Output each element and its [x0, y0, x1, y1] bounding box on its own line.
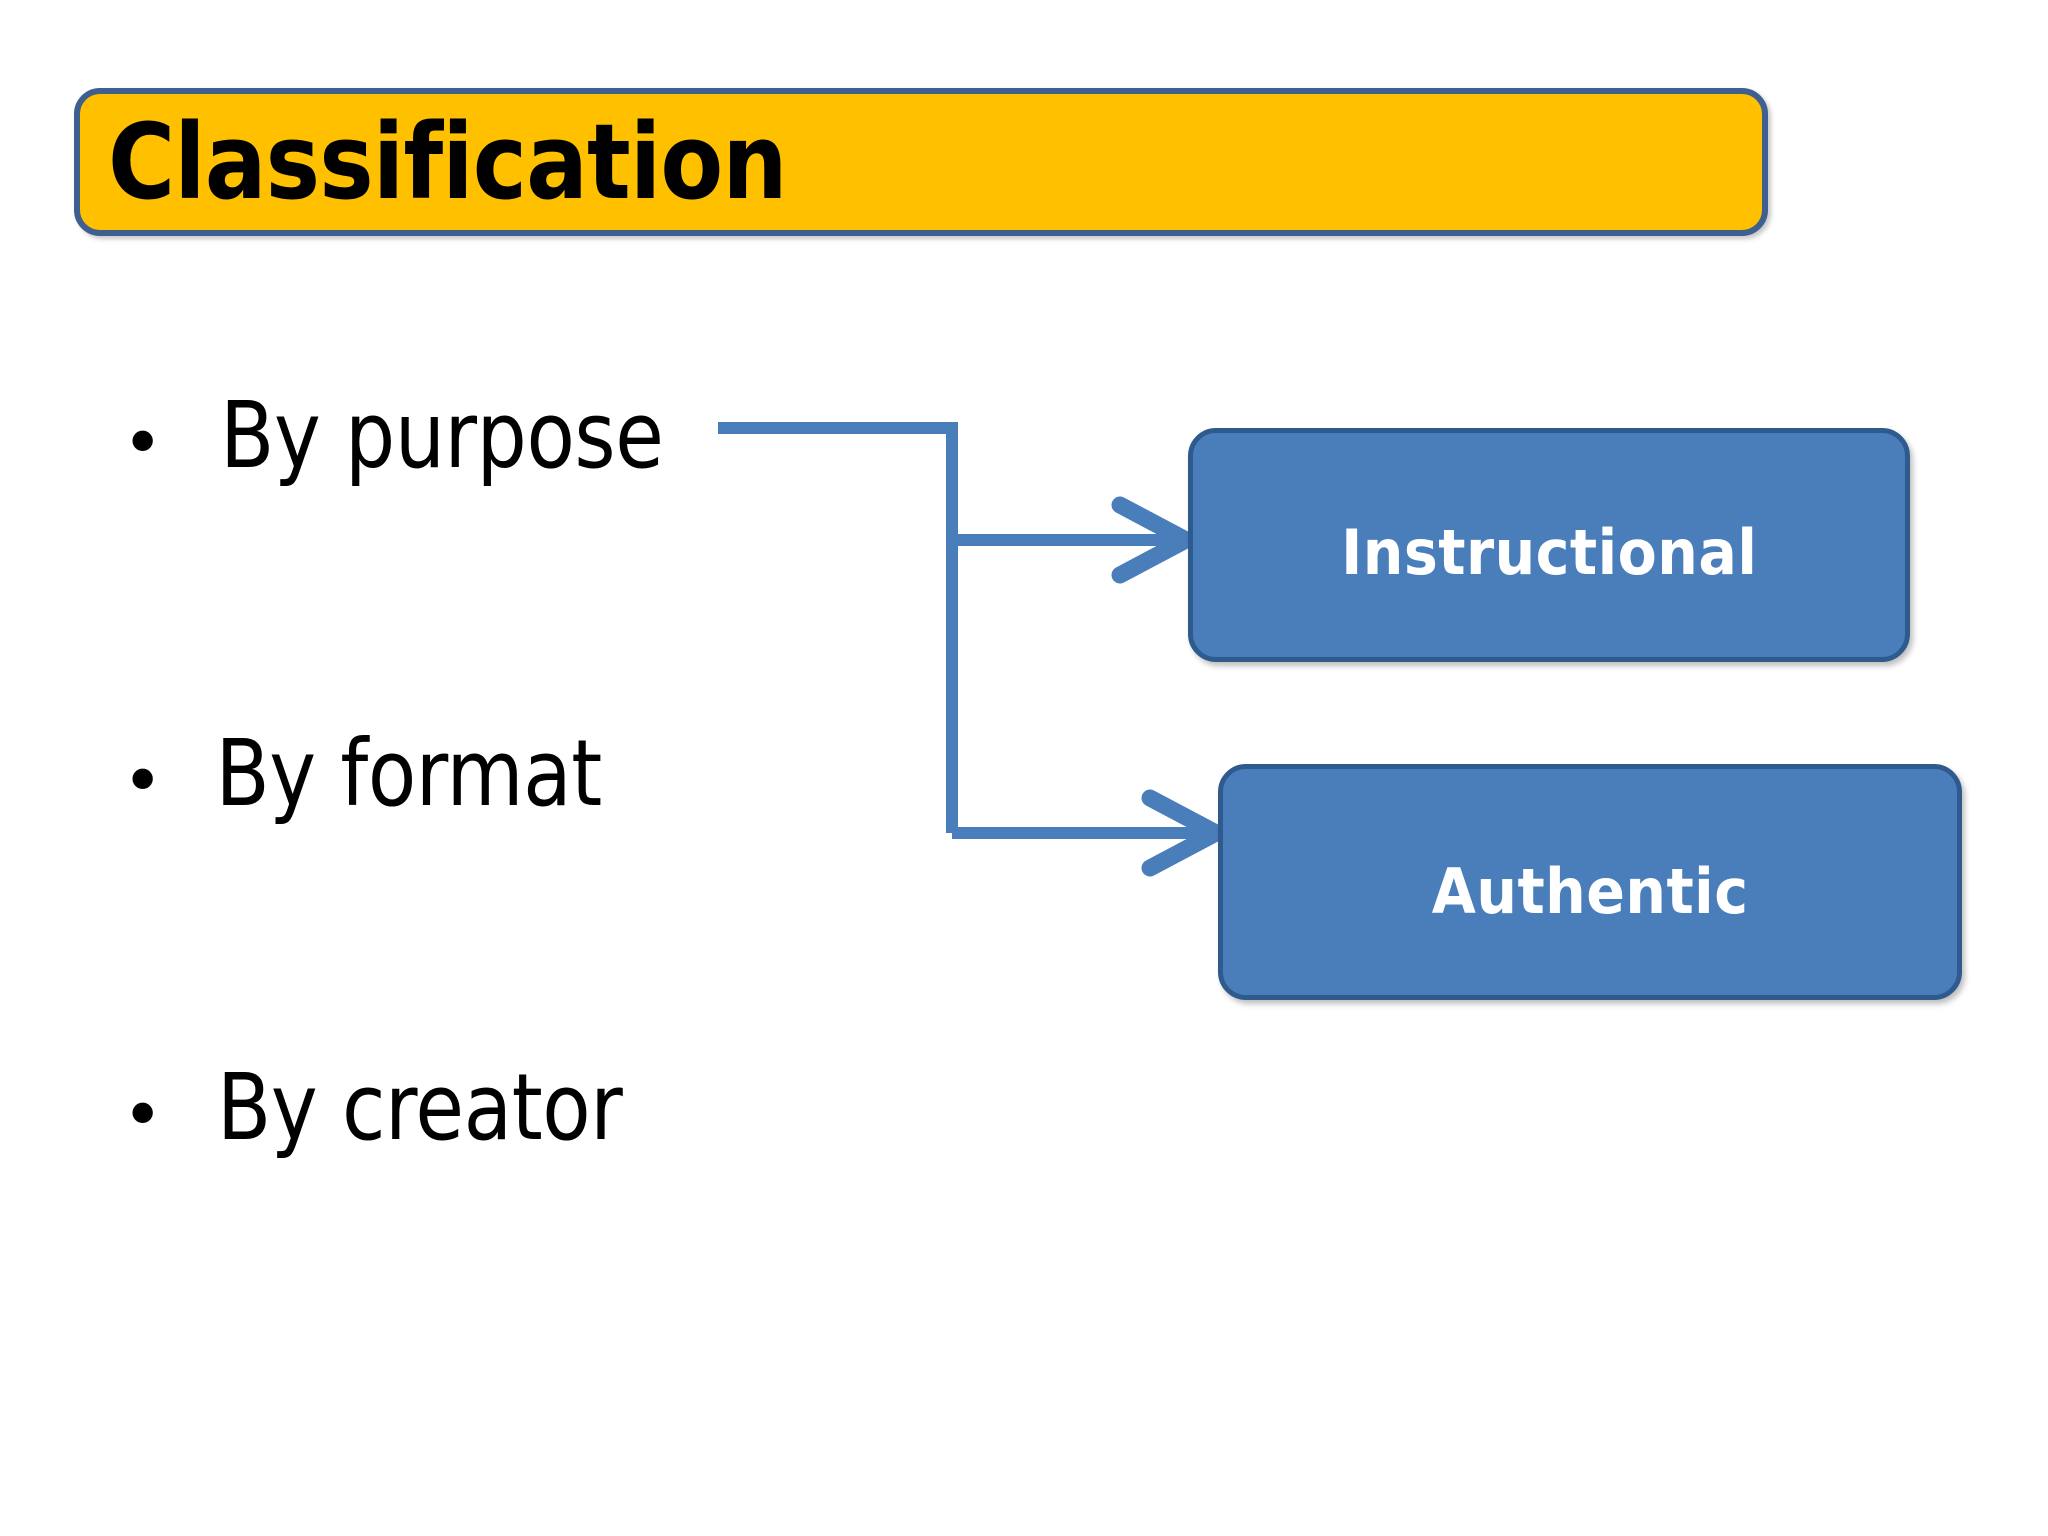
flow-box-instructional-label: Instructional	[1340, 516, 1758, 589]
bullet-marker-icon: •	[122, 402, 164, 484]
list-item: • By purpose	[122, 390, 700, 482]
arrowhead-instructional-icon	[1111, 496, 1205, 584]
list-item: • By format	[122, 728, 633, 820]
arrowhead-authentic-icon	[1141, 789, 1235, 877]
bullet-marker-icon: •	[122, 1074, 164, 1156]
bullet-label-by-purpose: By purpose	[220, 382, 664, 489]
flow-box-instructional[interactable]: Instructional	[1188, 428, 1910, 662]
bullet-label-by-creator: By creator	[216, 1054, 623, 1161]
bullet-label-by-format: By format	[215, 720, 602, 827]
connector-trunk-path	[718, 422, 958, 833]
title-banner: Classification	[74, 88, 1768, 236]
list-item: • By creator	[122, 1062, 655, 1154]
flow-box-authentic[interactable]: Authentic	[1218, 764, 1962, 1000]
page-title: Classification	[108, 101, 788, 223]
flow-box-authentic-label: Authentic	[1431, 855, 1749, 928]
bullet-marker-icon: •	[122, 740, 164, 822]
